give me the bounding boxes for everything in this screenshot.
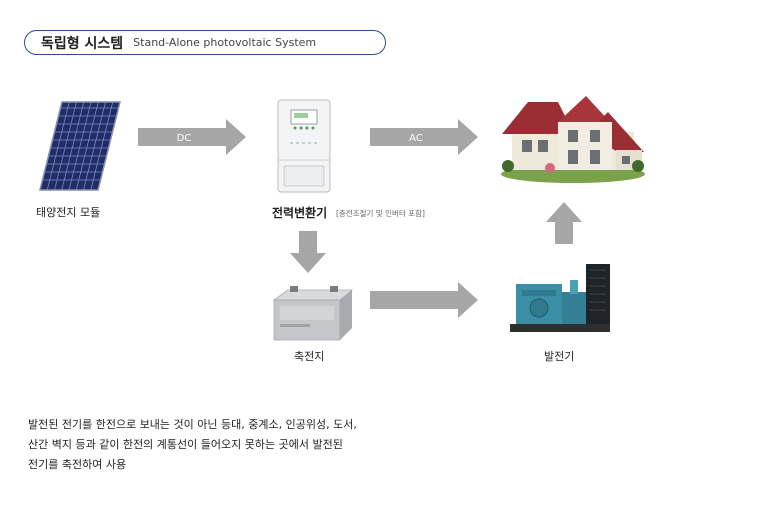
- converter-note: [충전조절기 및 인버터 포함]: [336, 209, 425, 218]
- ac-arrow: AC: [370, 119, 478, 155]
- battery-icon: [272, 286, 354, 341]
- description-line-2: 산간 벽지 등과 같이 한전의 계통선이 들어오지 못하는 곳에서 발전된: [28, 438, 343, 451]
- solar-module-label: 태양전지 모듈: [36, 206, 101, 219]
- title-english: Stand-Alone photovoltaic System: [133, 36, 317, 49]
- dc-label: DC: [177, 133, 192, 144]
- battery-label: 축전지: [294, 350, 325, 363]
- house-icon: [501, 96, 645, 183]
- battery-to-generator-arrow: [370, 282, 478, 318]
- generator-to-house-arrow: [546, 202, 582, 244]
- title-korean: 독립형 시스템: [41, 35, 124, 52]
- converter-to-battery-arrow: [290, 231, 326, 273]
- power-converter-label: 전력변환기: [272, 206, 328, 220]
- ac-label: AC: [409, 133, 423, 144]
- description-line-1: 발전된 전기를 한전으로 보내는 것이 아닌 등대, 중계소, 인공위성, 도서…: [28, 418, 357, 431]
- solar-panel-icon: [39, 101, 121, 191]
- generator-icon: [510, 264, 610, 332]
- power-converter-icon: [277, 99, 331, 193]
- dc-arrow: DC: [138, 119, 246, 155]
- description: 발전된 전기를 한전으로 보내는 것이 아닌 등대, 중계소, 인공위성, 도서…: [28, 415, 357, 475]
- title-pill: 독립형 시스템 Stand-Alone photovoltaic System: [24, 30, 386, 55]
- generator-label: 발전기: [544, 350, 575, 363]
- description-line-3: 전기를 축전하여 사용: [28, 458, 127, 471]
